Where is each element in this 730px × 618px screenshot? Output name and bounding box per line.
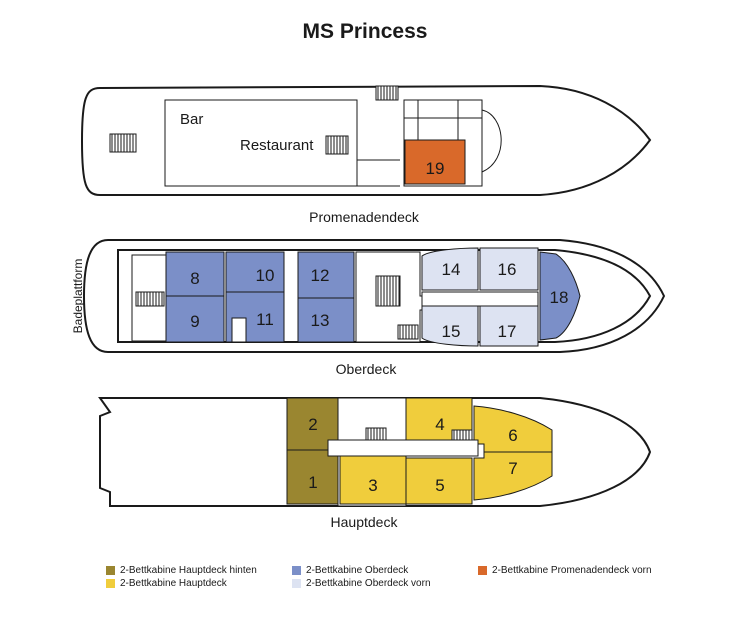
cabin-8 xyxy=(165,251,225,297)
legend-label: 2-Bettkabine Hauptdeck hinten xyxy=(120,565,257,576)
legend-label: 2-Bettkabine Oberdeck vorn xyxy=(306,578,431,589)
stair-icon xyxy=(325,135,349,155)
legend-item: 2-Bettkabine Oberdeck vorn xyxy=(292,578,431,589)
legend-swatch xyxy=(106,566,115,575)
cabin-14 xyxy=(421,247,479,291)
upper-deck: 8 9 10 11 12 13 14 15 16 17 18 Badeplatt… xyxy=(71,239,666,377)
legend-swatch xyxy=(292,579,301,588)
cabin-18-label: 18 xyxy=(550,288,569,307)
stair-icon xyxy=(375,85,399,101)
cabin-3-label: 3 xyxy=(368,476,377,495)
bar-restaurant-room xyxy=(164,99,358,187)
side-label-badeplattform: Badeplattform xyxy=(71,259,85,334)
cabin-15 xyxy=(421,305,479,347)
cabin-5-label: 5 xyxy=(435,476,444,495)
cabin-15-label: 15 xyxy=(442,322,461,341)
cabin-9-label: 9 xyxy=(190,312,199,331)
page-title: MS Princess xyxy=(302,20,428,43)
cabin-4-label: 4 xyxy=(435,415,444,434)
cabin-13-label: 13 xyxy=(311,311,330,330)
cabin-10-label: 10 xyxy=(256,266,275,285)
cabin-13 xyxy=(297,297,355,343)
legend-item: 2-Bettkabine Hauptdeck xyxy=(106,578,227,589)
cabin-19-label: 19 xyxy=(426,159,445,178)
cabin-7-label: 7 xyxy=(508,459,517,478)
legend-item: 2-Bettkabine Promenadendeck vorn xyxy=(478,565,652,576)
stair-icon xyxy=(375,275,401,307)
cabin-8-label: 8 xyxy=(190,269,199,288)
legend-swatch xyxy=(106,579,115,588)
stair-icon xyxy=(365,427,387,441)
legend-label: 2-Bettkabine Oberdeck xyxy=(306,565,409,576)
cabin-11-label: 11 xyxy=(256,310,274,329)
bow-rounded xyxy=(481,109,502,173)
cabin-5 xyxy=(405,457,473,505)
legend-item: 2-Bettkabine Hauptdeck hinten xyxy=(106,565,257,576)
legend-swatch xyxy=(478,566,487,575)
legend-label: 2-Bettkabine Promenadendeck vorn xyxy=(492,565,652,576)
promenade-deck: Bar Restaurant 19 Promenadendeck xyxy=(80,84,652,225)
deck-name-main: Hauptdeck xyxy=(331,514,399,530)
main-corridor xyxy=(327,439,479,457)
cabin-18 xyxy=(539,251,581,341)
deck-name-promenade: Promenadendeck xyxy=(309,209,420,225)
cabin-6-label: 6 xyxy=(508,426,517,445)
stair-icon xyxy=(397,324,419,340)
cabin-12-label: 12 xyxy=(311,266,330,285)
cabin-10 xyxy=(225,251,285,293)
cabin-1 xyxy=(286,449,339,505)
bar-label: Bar xyxy=(180,111,203,128)
deck-name-upper: Oberdeck xyxy=(336,361,398,377)
cabin-2-label: 2 xyxy=(308,415,317,434)
legend-item: 2-Bettkabine Oberdeck xyxy=(292,565,408,576)
corridor xyxy=(421,291,539,307)
cabin-16-label: 16 xyxy=(498,260,517,279)
legend-swatch xyxy=(292,566,301,575)
cabin-7 xyxy=(473,451,553,501)
cabin-9 xyxy=(165,295,225,343)
restaurant-label: Restaurant xyxy=(240,137,314,154)
legend-label: 2-Bettkabine Hauptdeck xyxy=(120,578,227,589)
main-deck: 2 1 3 4 5 6 7 Hauptdeck xyxy=(98,397,652,530)
cabin-17 xyxy=(479,305,539,347)
cabin-6 xyxy=(473,405,553,453)
stair-icon xyxy=(135,291,165,307)
cabin-14-label: 14 xyxy=(442,260,461,279)
cabin-16 xyxy=(479,247,539,291)
cabin-19 xyxy=(404,139,466,185)
cabin-17-label: 17 xyxy=(498,322,517,341)
cabin-12 xyxy=(297,251,355,299)
cabin-1-label: 1 xyxy=(308,473,317,492)
stair-icon xyxy=(109,133,137,153)
stair-icon xyxy=(451,429,473,441)
